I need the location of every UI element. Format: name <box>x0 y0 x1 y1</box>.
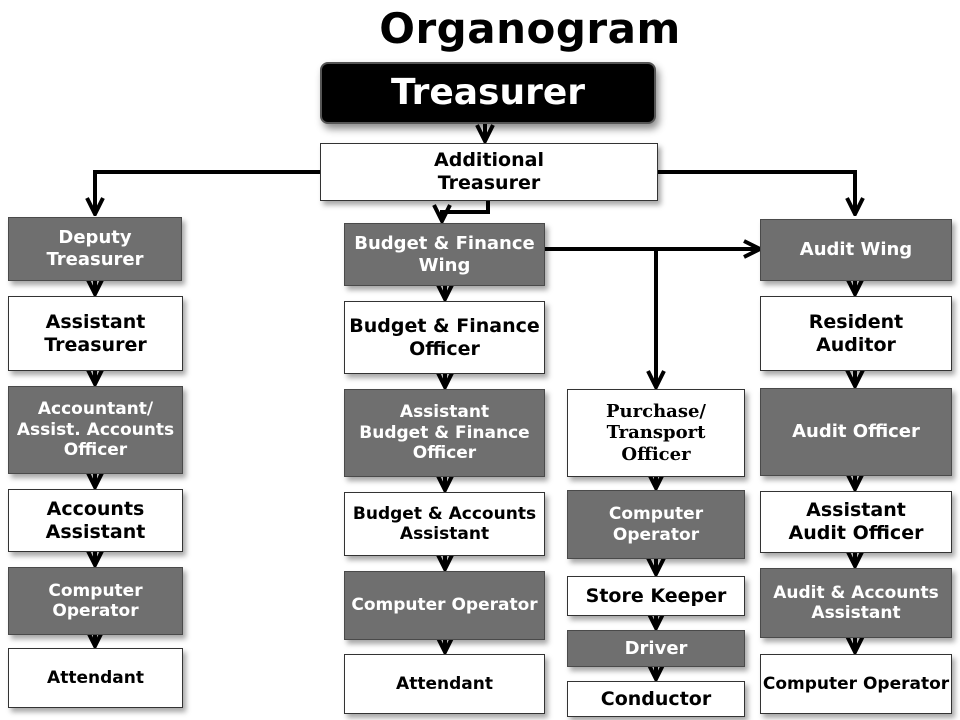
deputy-treasurer-box: Deputy Treasurer <box>8 217 182 281</box>
assistant-treasurer-box: Assistant Treasurer <box>8 296 183 371</box>
assistant-budget-finance-officer-box: Assistant Budget & Finance Officer <box>344 389 545 477</box>
resident-auditor-box: Resident Auditor <box>760 296 952 371</box>
column-2-attendant-box: Attendant <box>344 654 545 714</box>
conductor-box: Conductor <box>567 681 745 717</box>
treasurer-box: Treasurer <box>320 62 656 124</box>
column-3-computer-operator-box: Computer Operator <box>567 490 745 559</box>
budget-accounts-assistant-box: Budget & Accounts Assistant <box>344 492 545 556</box>
accountant-box: Accountant/ Assist. Accounts Officer <box>8 386 183 474</box>
store-keeper-box: Store Keeper <box>567 576 745 616</box>
purchase-transport-officer-box: Purchase/ Transport Officer <box>567 389 745 477</box>
column-1-attendant-box: Attendant <box>8 648 183 708</box>
diagram-title: Organogram <box>379 4 681 53</box>
accounts-assistant-box: Accounts Assistant <box>8 489 183 552</box>
column-4-computer-operator-box: Computer Operator <box>760 654 952 714</box>
budget-finance-officer-box: Budget & Finance Officer <box>344 301 545 374</box>
column-1-computer-operator-box: Computer Operator <box>8 567 183 635</box>
audit-wing-box: Audit Wing <box>760 219 952 281</box>
column-2-computer-operator-box: Computer Operator <box>344 571 545 640</box>
assistant-audit-officer-box: Assistant Audit Officer <box>760 491 952 553</box>
additional-treasurer-box: Additional Treasurer <box>320 143 658 201</box>
driver-box: Driver <box>567 630 745 667</box>
budget-finance-wing-box: Budget & Finance Wing <box>344 223 545 286</box>
audit-accounts-assistant-box: Audit & Accounts Assistant <box>760 568 952 638</box>
audit-officer-box: Audit Officer <box>760 388 952 476</box>
